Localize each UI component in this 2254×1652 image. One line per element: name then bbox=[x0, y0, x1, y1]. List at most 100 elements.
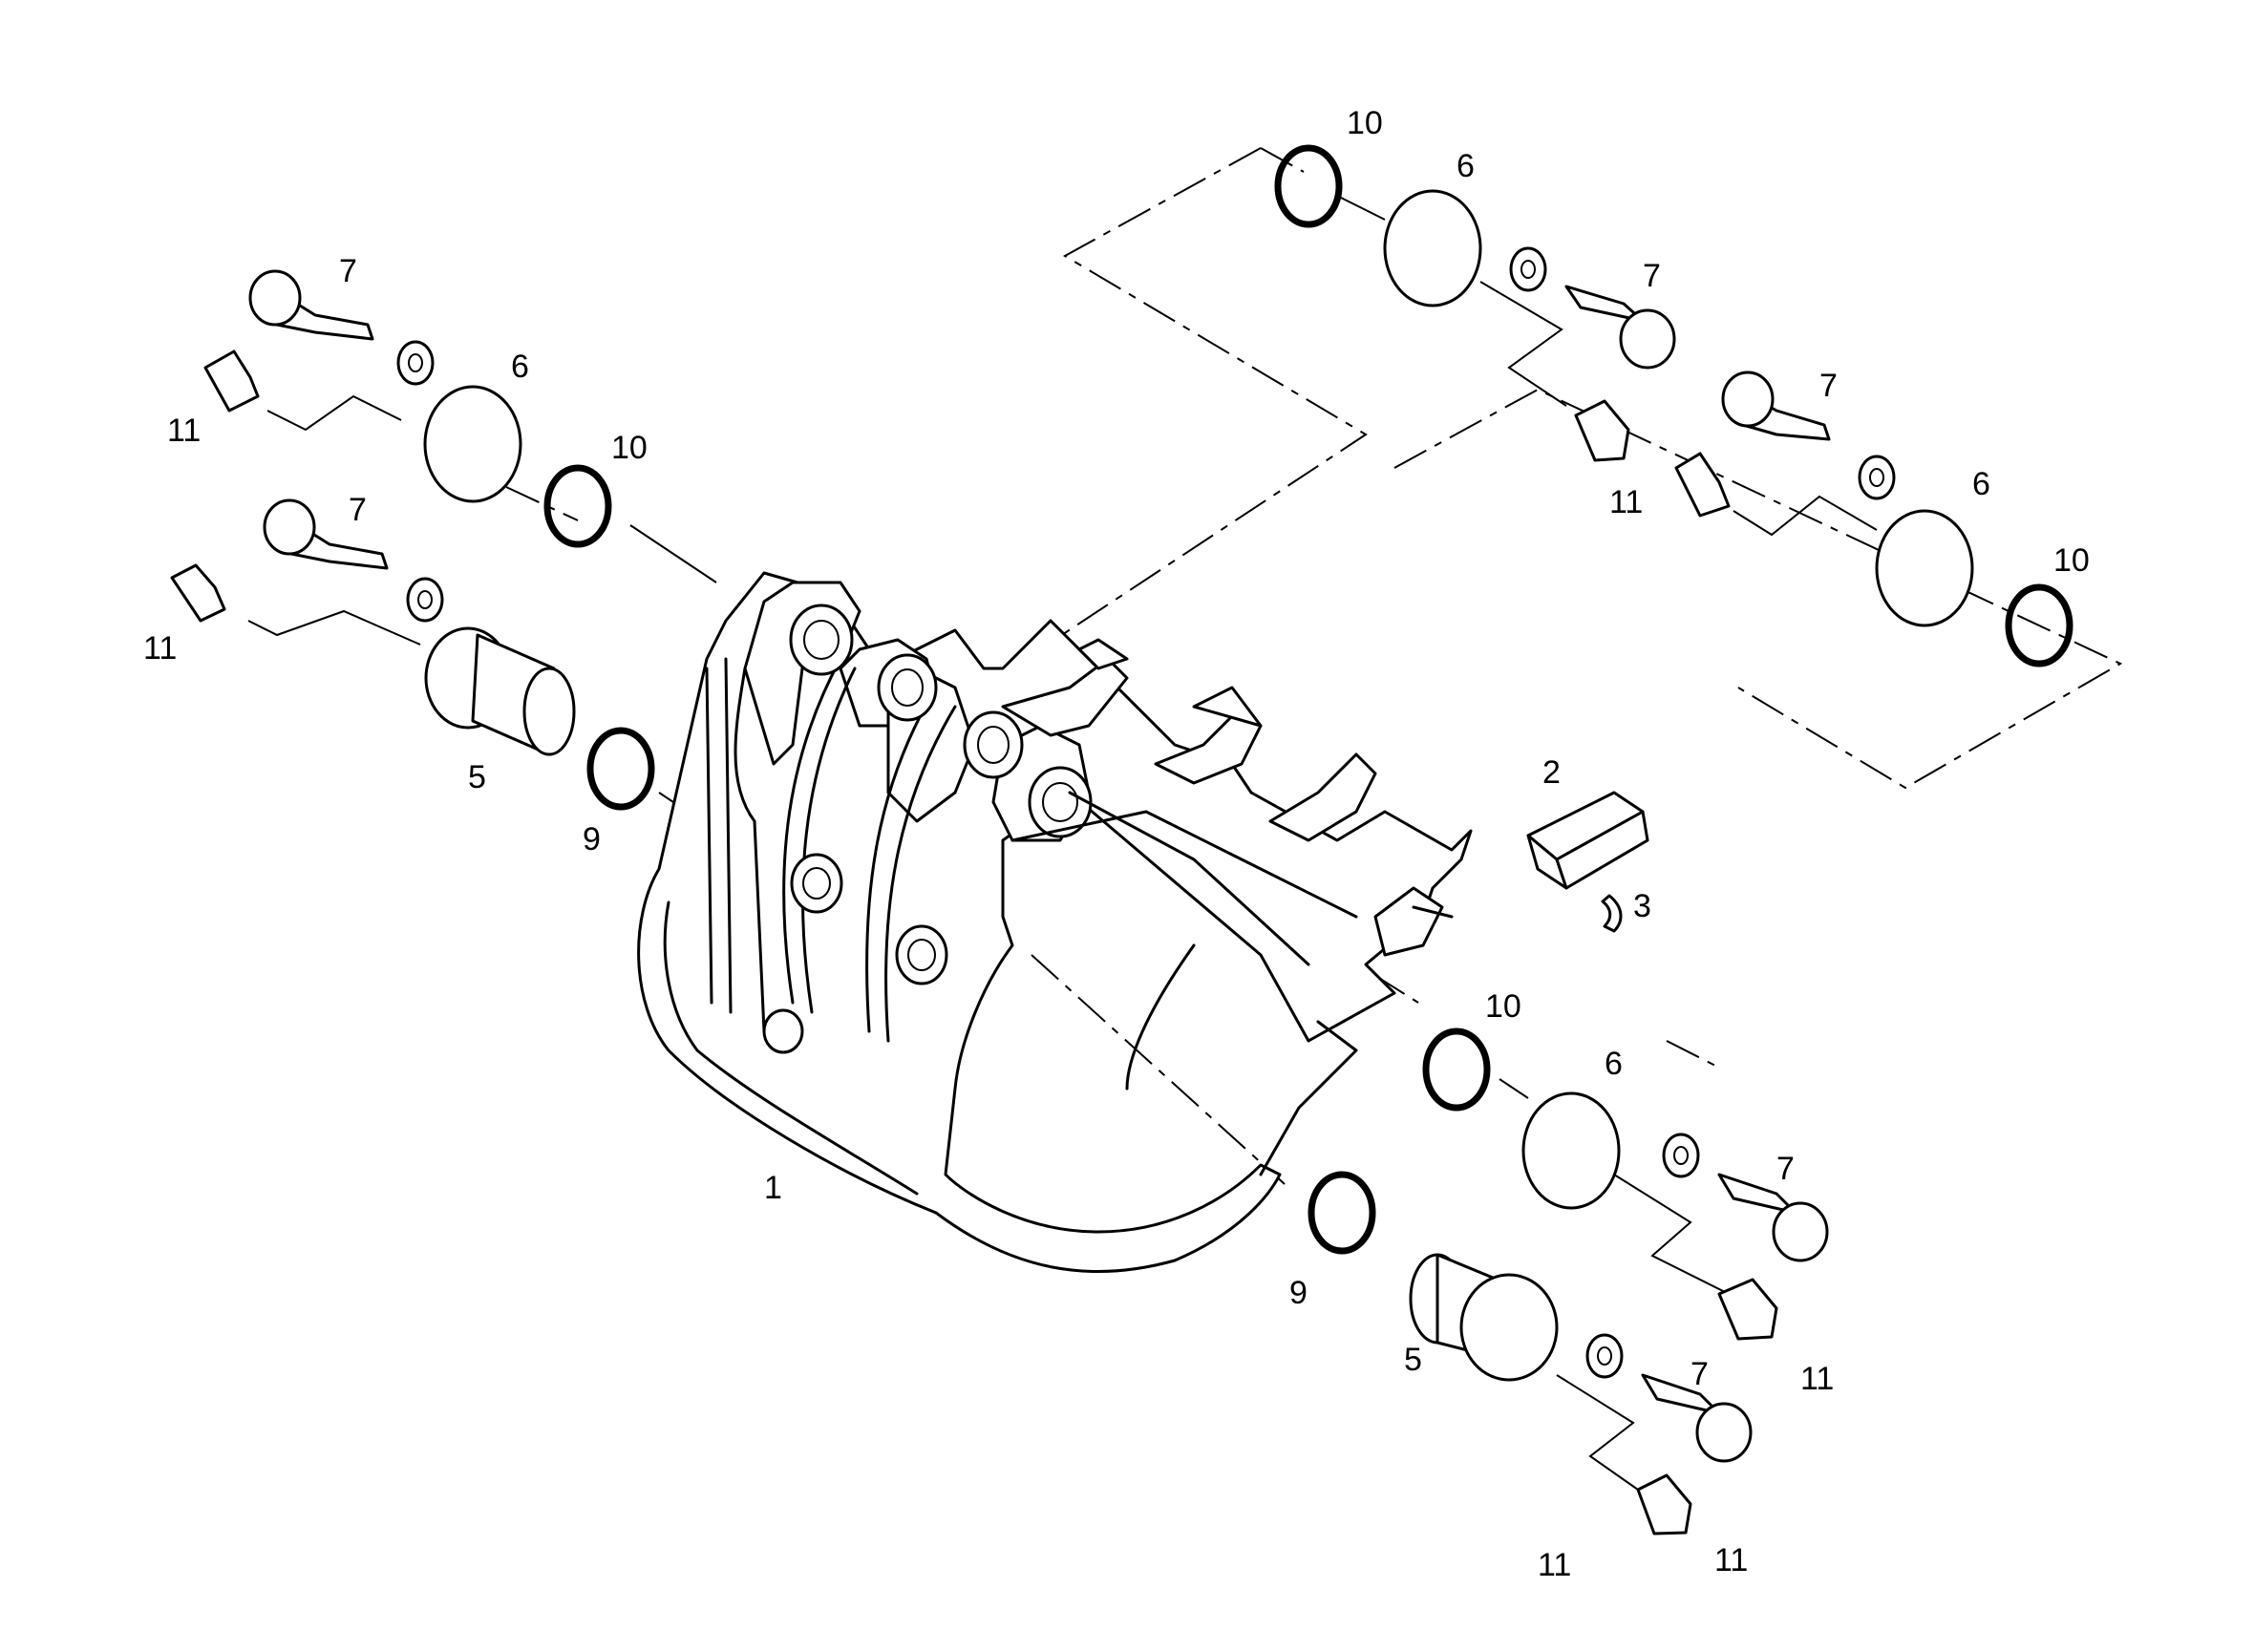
washer bbox=[1509, 246, 1547, 292]
cap-screw bbox=[1721, 371, 1831, 441]
bucket-strap bbox=[865, 686, 938, 1033]
leader-line bbox=[1733, 495, 1878, 537]
callout-9-left: 9 bbox=[583, 821, 601, 858]
callout-11-e: 11 bbox=[1714, 1542, 1748, 1578]
callout-7-e: 7 bbox=[1776, 1151, 1795, 1187]
cover-plate-upper-left bbox=[423, 385, 522, 503]
cap-screw bbox=[1564, 285, 1676, 370]
screw-head bbox=[1772, 1201, 1829, 1262]
assembly-guide-frame bbox=[1393, 388, 2123, 790]
o-ring bbox=[2005, 583, 2073, 667]
washer bbox=[396, 340, 435, 386]
bucket-tooth bbox=[1001, 657, 1129, 737]
bucket-strap bbox=[782, 657, 842, 1005]
pin-boss bbox=[963, 710, 1024, 779]
bucket-edge-curve bbox=[1125, 943, 1196, 1091]
cap-screw bbox=[1641, 1373, 1753, 1463]
bucket-back-curve bbox=[663, 900, 919, 1196]
washer bbox=[406, 577, 444, 623]
washer-hole bbox=[417, 590, 433, 609]
leader-line bbox=[1479, 281, 1567, 407]
cover-plate-lower-right bbox=[1521, 1091, 1621, 1210]
pin-flange bbox=[1459, 1273, 1559, 1382]
callout-5-left: 5 bbox=[468, 759, 486, 795]
pin-end bbox=[522, 667, 576, 756]
pin-bore bbox=[803, 620, 840, 660]
callout-11-c: 11 bbox=[1609, 484, 1643, 520]
leader-line bbox=[1556, 1374, 1639, 1491]
bucket-tooth-tip bbox=[1077, 638, 1129, 670]
bucket-tooth-tip bbox=[1192, 686, 1263, 728]
grease-nipple bbox=[1674, 452, 1731, 518]
callout-9-right: 9 bbox=[1289, 1275, 1308, 1311]
tooth-edge bbox=[1412, 905, 1454, 919]
callout-6-lower-right: 6 bbox=[1605, 1046, 1623, 1082]
callout-11-d: 11 bbox=[1800, 1361, 1834, 1397]
callout-labels: 1 2 3 5 5 6 6 6 6 7 7 7 7 7 7 9 9 10 10 … bbox=[143, 105, 2090, 1583]
screw-head bbox=[263, 498, 316, 556]
grease-nipple bbox=[1717, 1278, 1778, 1341]
washers bbox=[396, 246, 1896, 1379]
callout-6-upper-left: 6 bbox=[511, 349, 529, 385]
callout-7-f: 7 bbox=[1690, 1356, 1709, 1392]
leader-line bbox=[247, 609, 421, 646]
callout-10-d: 10 bbox=[1485, 988, 1521, 1025]
callout-11-a: 11 bbox=[167, 413, 201, 449]
o-ring bbox=[1308, 1171, 1376, 1255]
bucket-side-edge bbox=[724, 657, 733, 1014]
bucket-body bbox=[637, 571, 1473, 1274]
leader-line bbox=[629, 524, 717, 583]
grease-nipple bbox=[1636, 1473, 1692, 1536]
grease-nipple bbox=[1574, 399, 1630, 462]
bucket-lip bbox=[1010, 810, 1358, 919]
screw-head bbox=[1721, 371, 1775, 428]
pin-boss bbox=[762, 1008, 804, 1054]
o-ring bbox=[1274, 144, 1343, 228]
o-rings bbox=[543, 144, 2073, 1112]
guide-line bbox=[1666, 1040, 1720, 1069]
guide-line bbox=[505, 486, 579, 521]
cover-plate-upper-right bbox=[1383, 189, 1482, 307]
cap-screws bbox=[248, 269, 1831, 1463]
o-ring bbox=[543, 464, 612, 548]
pin-bore bbox=[1042, 782, 1078, 822]
grease-nipple bbox=[170, 563, 226, 623]
o-rings-large bbox=[586, 727, 1376, 1255]
callout-6-upper-right: 6 bbox=[1457, 148, 1475, 184]
washer-hole bbox=[1520, 260, 1536, 279]
callout-5-right: 5 bbox=[1404, 1342, 1422, 1378]
pin-boss bbox=[877, 653, 938, 722]
pin-bore bbox=[907, 939, 936, 971]
callout-10-b: 10 bbox=[611, 430, 648, 466]
o-ring bbox=[1422, 1027, 1491, 1112]
washer bbox=[1858, 455, 1896, 500]
screw-head bbox=[248, 269, 302, 327]
callout-1: 1 bbox=[764, 1170, 782, 1206]
washer bbox=[1585, 1333, 1624, 1379]
cover-plate bbox=[1521, 1091, 1621, 1210]
bucket-side-edge bbox=[705, 667, 713, 1005]
washer-hole bbox=[408, 353, 423, 372]
o-ring bbox=[586, 727, 655, 811]
callout-7-b: 7 bbox=[349, 492, 367, 528]
tooth-adapter-front bbox=[1555, 810, 1649, 890]
bucket-side-plate bbox=[1259, 1020, 1358, 1176]
leader-line bbox=[1613, 1174, 1730, 1295]
bucket-tooth bbox=[1373, 886, 1444, 957]
pin-bore bbox=[802, 867, 831, 900]
pin-boss bbox=[789, 604, 854, 676]
pin-bore bbox=[977, 726, 1010, 764]
callout-3: 3 bbox=[1633, 888, 1651, 924]
washer bbox=[1662, 1133, 1700, 1178]
callout-6-middle-right: 6 bbox=[1972, 466, 1990, 502]
pin-boss bbox=[790, 853, 843, 914]
grease-nipple bbox=[203, 349, 260, 413]
pin-boss bbox=[895, 924, 948, 985]
callout-10-a: 10 bbox=[1347, 105, 1383, 141]
bucket-strap bbox=[801, 667, 857, 1014]
callout-7-a: 7 bbox=[339, 253, 357, 289]
screw-head bbox=[1619, 308, 1676, 370]
leader-line bbox=[1499, 1078, 1529, 1099]
grease-nipples bbox=[170, 349, 1778, 1536]
callout-7-c: 7 bbox=[1643, 258, 1661, 294]
